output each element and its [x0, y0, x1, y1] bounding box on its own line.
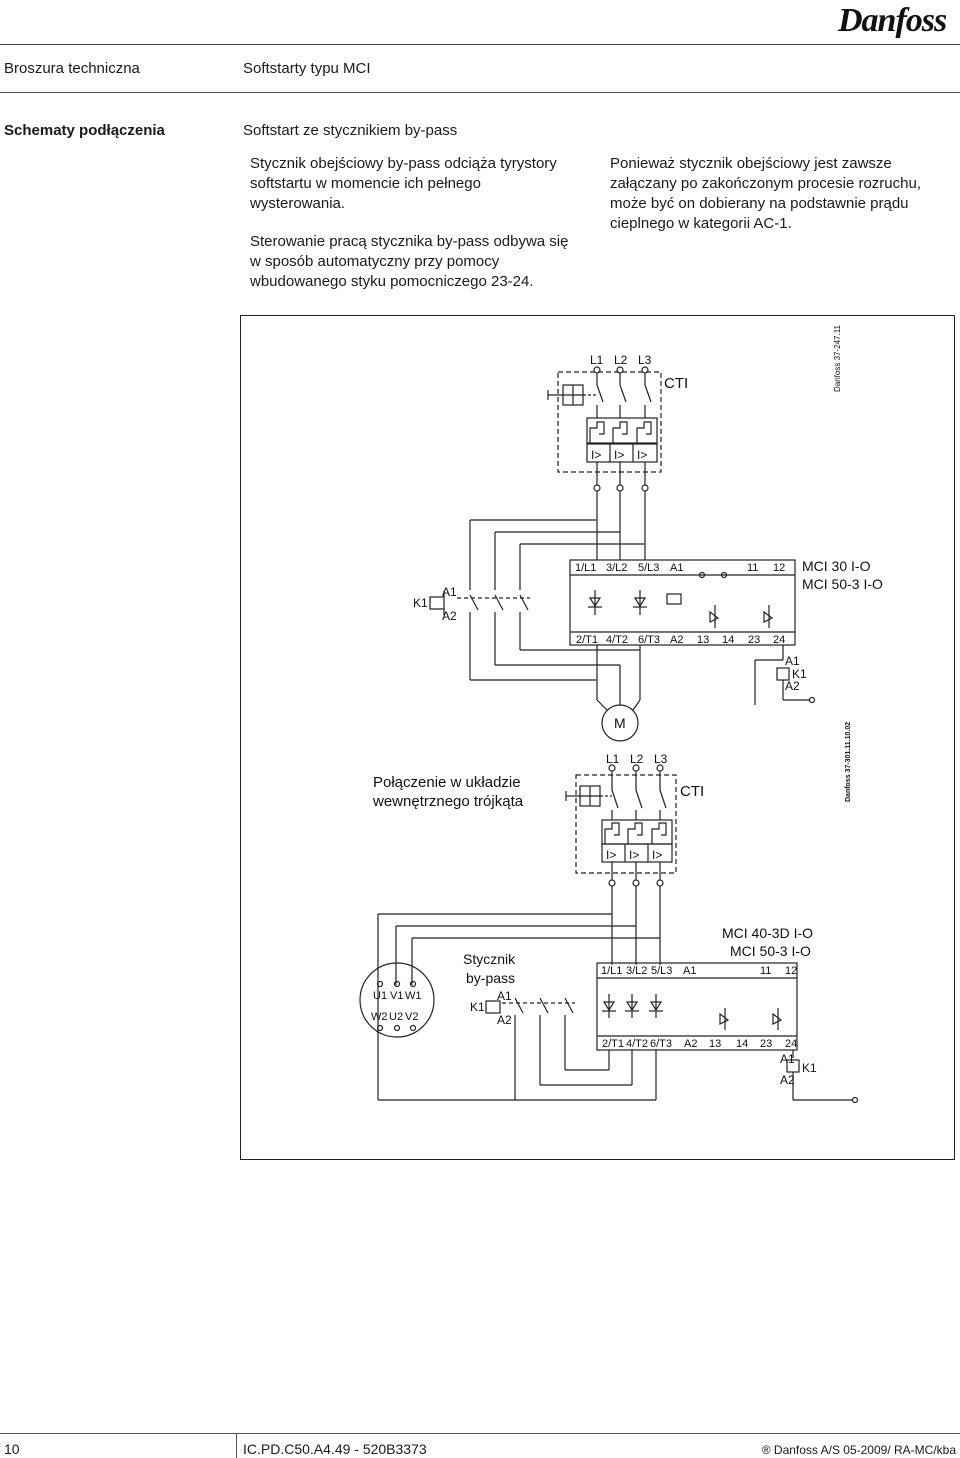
d1-term-a1: A1	[670, 562, 683, 574]
d1-k1-a2: A2	[785, 679, 800, 693]
d2-term-4t2: 4/T2	[626, 1038, 648, 1050]
d2-term-13: 13	[709, 1038, 721, 1050]
d2-term-6t3: 6/T3	[650, 1038, 672, 1050]
d1-term-14: 14	[722, 634, 734, 646]
d2-drawing-code: Danfoss 37-301.11.10.02	[845, 722, 852, 802]
d2-bypass-label-1: Stycznik	[463, 951, 516, 967]
header-top-rule	[0, 44, 960, 45]
right-text-column: Ponieważ stycznik obejściowy jest zawsze…	[610, 154, 930, 252]
d1-term-2t1: 2/T1	[576, 634, 598, 646]
d2-term-14: 14	[736, 1038, 748, 1050]
d2-cti-label: CTI	[680, 783, 704, 800]
d2-motor-v2: V2	[405, 1011, 418, 1023]
d2-a1-label: A1	[497, 989, 512, 1003]
d2-motor-u1: U1	[373, 990, 387, 1002]
section-title: Schematy podłączenia	[4, 122, 165, 139]
d1-term-23: 23	[748, 634, 760, 646]
d1-term-3l2: 3/L2	[606, 562, 627, 574]
d1-overload-2: I>	[614, 448, 624, 462]
d2-a2-label: A2	[497, 1013, 512, 1027]
d2-term-1l1: 1/L1	[601, 965, 622, 977]
d1-a1-label: A1	[442, 585, 457, 599]
header-bottom-rule	[0, 92, 960, 93]
d1-term-a2: A2	[670, 634, 683, 646]
d2-overload-3: I>	[652, 848, 662, 862]
left-text-column: Stycznik obejściowy by-pass odciąża tyry…	[250, 154, 580, 310]
d2-term-a1: A1	[683, 965, 696, 977]
d1-model-1: MCI 30 I-O	[802, 558, 871, 574]
d1-term-12: 12	[773, 562, 785, 574]
d2-term-24: 24	[785, 1038, 797, 1050]
d2-overload-1: I>	[606, 848, 616, 862]
d2-term-12: 12	[785, 965, 797, 977]
product-title: Softstarty typu MCI	[243, 60, 371, 77]
footer-rule	[0, 1433, 960, 1434]
d1-term-1l1: 1/L1	[575, 562, 596, 574]
d1-phase-l2: L2	[614, 353, 628, 367]
d2-phase-l1: L1	[606, 752, 620, 766]
d2-term-23: 23	[760, 1038, 772, 1050]
d2-motor-w2: W2	[371, 1011, 388, 1023]
d1-motor-label: M	[614, 715, 626, 731]
diagram-frame	[240, 315, 955, 1160]
d1-term-4t2: 4/T2	[606, 634, 628, 646]
d2-phase-l2: L2	[630, 752, 644, 766]
d1-k1-coil: K1	[792, 667, 807, 681]
d1-term-24: 24	[773, 634, 785, 646]
left-paragraph-1: Stycznik obejściowy by-pass odciąża tyry…	[250, 155, 557, 212]
d1-overload-1: I>	[591, 448, 601, 462]
d2-k1-label: K1	[470, 1000, 485, 1014]
d2-overload-2: I>	[629, 848, 639, 862]
d2-k1-coil: K1	[802, 1061, 817, 1075]
copyright: ® Danfoss A/S 05-2009/ RA-MC/kba	[761, 1443, 956, 1457]
d2-term-11: 11	[760, 965, 771, 977]
d1-phase-l3: L3	[638, 353, 652, 367]
d1-term-5l3: 5/L3	[638, 562, 659, 574]
d1-a2-label: A2	[442, 609, 457, 623]
d2-motor-w1: W1	[405, 990, 422, 1002]
d2-model-2: MCI 50-3 I-O	[730, 943, 811, 959]
d2-term-a2: A2	[684, 1038, 697, 1050]
page-number: 10	[4, 1441, 20, 1457]
d2-model-1: MCI 40-3D I-O	[722, 925, 813, 941]
left-paragraph-2: Sterowanie pracą stycznika by-pass odbyw…	[250, 233, 569, 290]
d2-bypass-label-2: by-pass	[466, 970, 515, 986]
d2-phase-l3: L3	[654, 752, 668, 766]
d1-term-6t3: 6/T3	[638, 634, 660, 646]
footer-divider	[236, 1433, 237, 1458]
document-code: IC.PD.C50.A4.49 - 520B3373	[243, 1441, 427, 1457]
d2-caption-line-2: wewnętrznego trójkąta	[372, 793, 524, 810]
d2-k1-a2: A2	[780, 1073, 795, 1087]
d2-term-2t1: 2/T1	[602, 1038, 624, 1050]
d1-drawing-code: Danfoss 37-247.11	[833, 324, 842, 392]
section-subtitle: Softstart ze stycznikiem by-pass	[243, 122, 458, 139]
d2-k1-a1: A1	[780, 1052, 795, 1066]
doc-type-label: Broszura techniczna	[4, 60, 140, 77]
d2-caption-line-1: Połączenie w układzie	[373, 774, 521, 791]
d1-term-13: 13	[697, 634, 709, 646]
d1-cti-label: CTI	[664, 375, 688, 392]
d2-term-5l3: 5/L3	[651, 965, 672, 977]
d1-model-2: MCI 50-3 I-O	[802, 576, 883, 592]
danfoss-logo: Danfoss	[838, 2, 947, 39]
d1-k1-label: K1	[413, 596, 428, 610]
d1-overload-3: I>	[637, 448, 647, 462]
d2-motor-u2: U2	[389, 1011, 403, 1023]
d2-term-3l2: 3/L2	[626, 965, 647, 977]
right-paragraph-1: Ponieważ stycznik obejściowy jest zawsze…	[610, 155, 921, 232]
d2-motor-v1: V1	[390, 990, 403, 1002]
d1-term-11: 11	[747, 562, 758, 574]
d1-phase-l1: L1	[590, 353, 604, 367]
d1-k1-a1: A1	[785, 654, 800, 668]
